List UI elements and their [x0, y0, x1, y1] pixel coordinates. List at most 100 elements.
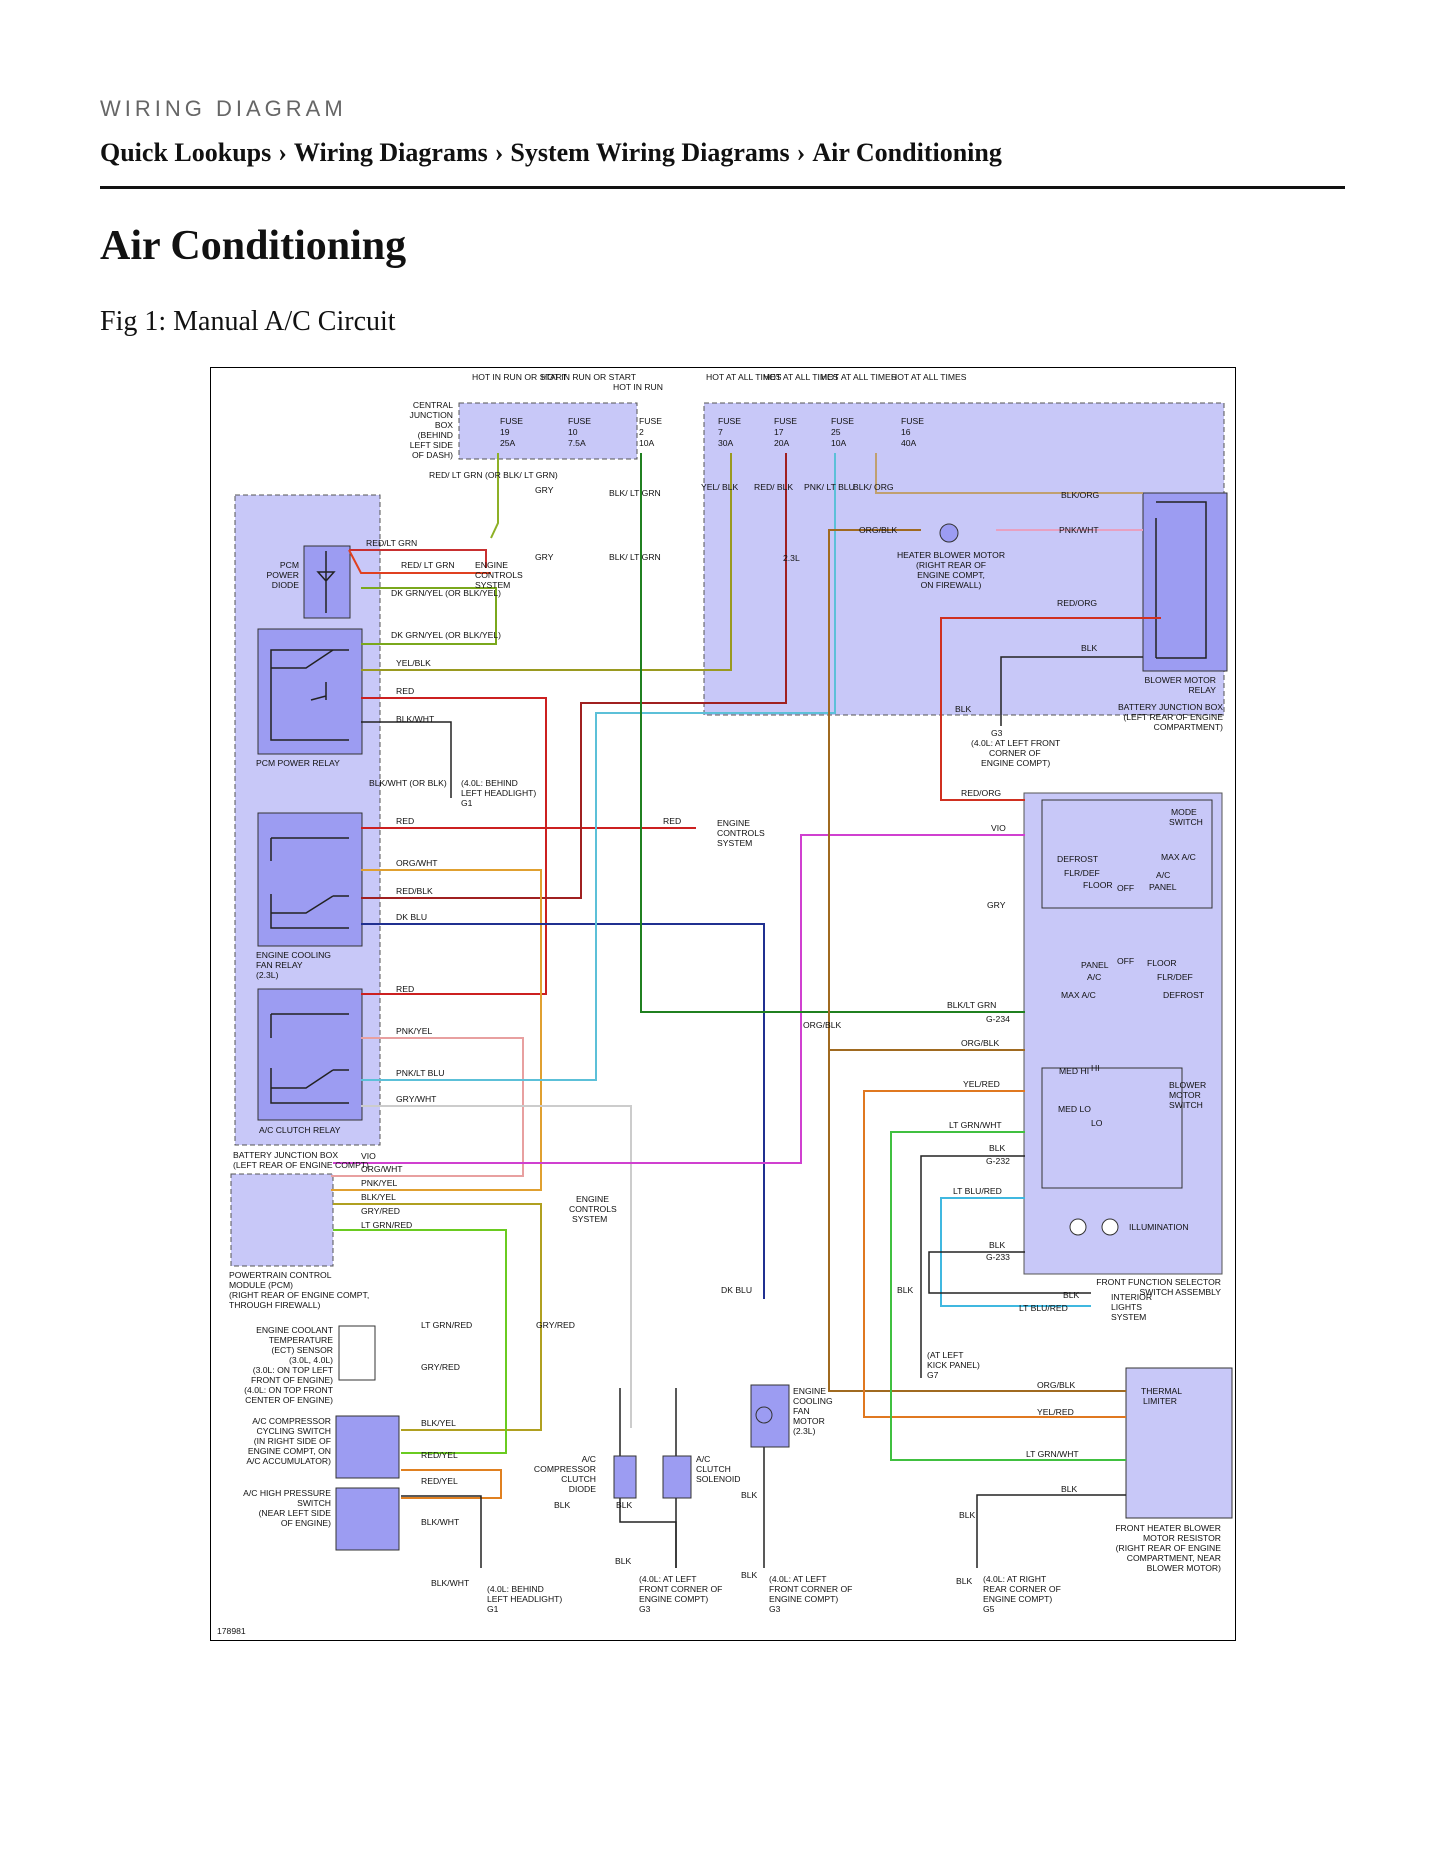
svg-text:BLK/WHT: BLK/WHT [396, 714, 435, 724]
svg-text:MED LO: MED LO [1058, 1104, 1091, 1114]
svg-text:VIO: VIO [991, 823, 1006, 833]
fuse-17-amp: 20A [774, 438, 790, 448]
page-kicker: WIRING DIAGRAM [100, 96, 347, 121]
svg-text:G7: G7 [927, 1370, 939, 1380]
svg-text:PANEL: PANEL [1149, 882, 1177, 892]
svg-text:LT GRN/WHT: LT GRN/WHT [1026, 1449, 1079, 1459]
svg-text:BLK: BLK [1063, 1290, 1080, 1300]
fuse-7-amp: 30A [718, 438, 734, 448]
svg-text:LO: LO [1091, 1118, 1103, 1128]
svg-text:ORG/BLK: ORG/BLK [803, 1020, 841, 1030]
page-title: Air Conditioning [100, 223, 407, 269]
svg-text:BLK/WHT (OR BLK): BLK/WHT (OR BLK) [369, 778, 447, 788]
svg-text:BLK: BLK [989, 1143, 1006, 1153]
svg-text:G3: G3 [991, 728, 1003, 738]
svg-text:BLK/WHT: BLK/WHT [421, 1517, 460, 1527]
svg-text:GRY: GRY [535, 485, 554, 495]
svg-text:LEFT SIDE: LEFT SIDE [410, 440, 454, 450]
ground-wires [361, 656, 1143, 1568]
breadcrumb-separator: › [796, 138, 806, 167]
svg-text:SOLENOID: SOLENOID [696, 1474, 740, 1484]
figure-id: 178981 [217, 1626, 246, 1636]
svg-text:DEFROST: DEFROST [1163, 990, 1205, 1000]
svg-text:PNK/YEL: PNK/YEL [396, 1026, 433, 1036]
svg-text:DK BLU: DK BLU [721, 1285, 752, 1295]
svg-text:PCM: PCM [280, 560, 299, 570]
svg-text:BLK/ LT GRN: BLK/ LT GRN [609, 488, 661, 498]
svg-text:SYSTEM: SYSTEM [717, 838, 752, 848]
svg-text:JUNCTION: JUNCTION [410, 410, 453, 420]
svg-text:LT GRN/RED: LT GRN/RED [361, 1220, 412, 1230]
svg-text:MODULE (PCM): MODULE (PCM) [229, 1280, 293, 1290]
svg-text:RED/ORG: RED/ORG [961, 788, 1001, 798]
svg-text:REAR CORNER OF: REAR CORNER OF [983, 1584, 1061, 1594]
svg-text:(3.0L, 4.0L): (3.0L, 4.0L) [289, 1355, 333, 1365]
ac-clutch-solenoid [662, 1455, 692, 1499]
svg-text:GRY/RED: GRY/RED [361, 1206, 400, 1216]
svg-text:ILLUMINATION: ILLUMINATION [1129, 1222, 1189, 1232]
svg-text:ENGINE: ENGINE [475, 560, 508, 570]
svg-text:ORG/BLK: ORG/BLK [1037, 1380, 1075, 1390]
svg-text:THERMAL: THERMAL [1141, 1386, 1182, 1396]
hot-label-5: HOT AT ALL TIMES [763, 372, 839, 382]
svg-text:ENGINE: ENGINE [793, 1386, 826, 1396]
svg-text:CENTRAL: CENTRAL [413, 400, 453, 410]
svg-text:FRONT CORNER OF: FRONT CORNER OF [639, 1584, 722, 1594]
svg-text:RELAY: RELAY [1188, 685, 1216, 695]
ect-sensor [338, 1325, 376, 1381]
svg-text:TEMPERATURE: TEMPERATURE [269, 1335, 334, 1345]
svg-text:BLK: BLK [616, 1500, 633, 1510]
relay-internals [270, 501, 1207, 1104]
svg-text:ENGINE COMPT): ENGINE COMPT) [639, 1594, 708, 1604]
svg-text:BOX: BOX [435, 420, 453, 430]
svg-text:BATTERY JUNCTION BOX: BATTERY JUNCTION BOX [1118, 702, 1223, 712]
svg-text:ENGINE COMPT): ENGINE COMPT) [983, 1594, 1052, 1604]
svg-text:ENGINE COOLANT: ENGINE COOLANT [256, 1325, 334, 1335]
fan-motor-symbol [755, 1406, 773, 1424]
svg-text:LT BLU/RED: LT BLU/RED [1019, 1303, 1068, 1313]
fuse-17-name: FUSE [774, 416, 797, 426]
fuse-2-amp: 10A [639, 438, 655, 448]
breadcrumb-quick-lookups[interactable]: Quick Lookups [100, 138, 272, 167]
svg-text:RED/ BLK: RED/ BLK [754, 482, 793, 492]
breadcrumb-system-wiring-diagrams[interactable]: System Wiring Diagrams [510, 138, 790, 167]
svg-text:FLOOR: FLOOR [1147, 958, 1177, 968]
svg-text:ON FIREWALL): ON FIREWALL) [921, 580, 982, 590]
svg-text:BATTERY JUNCTION BOX: BATTERY JUNCTION BOX [233, 1150, 338, 1160]
fuse-10-amp: 7.5A [568, 438, 586, 448]
fuse-19-name: FUSE [500, 416, 523, 426]
svg-text:BLK/ ORG: BLK/ ORG [853, 482, 894, 492]
breadcrumb-wiring-diagrams[interactable]: Wiring Diagrams [293, 138, 488, 167]
svg-text:A/C COMPRESSOR: A/C COMPRESSOR [252, 1416, 331, 1426]
svg-text:SWITCH: SWITCH [297, 1498, 331, 1508]
svg-text:RED/ LT GRN (OR BLK/ LT GRN): RED/ LT GRN (OR BLK/ LT GRN) [429, 470, 558, 480]
breadcrumb: Quick Lookups›Wiring Diagrams›System Wir… [100, 138, 1002, 168]
svg-text:MOTOR RESISTOR: MOTOR RESISTOR [1143, 1533, 1221, 1543]
front-function-selector-switch [1023, 792, 1223, 1275]
svg-text:MED HI: MED HI [1059, 1066, 1089, 1076]
fuse-16-amp: 40A [901, 438, 917, 448]
svg-text:BLK: BLK [897, 1285, 914, 1295]
svg-text:(LEFT REAR OF ENGINE: (LEFT REAR OF ENGINE [1123, 712, 1223, 722]
svg-text:LEFT HEADLIGHT): LEFT HEADLIGHT) [461, 788, 536, 798]
svg-text:RED: RED [663, 816, 681, 826]
breadcrumb-air-conditioning[interactable]: Air Conditioning [812, 138, 1002, 167]
svg-text:PNK/LT BLU: PNK/LT BLU [396, 1068, 444, 1078]
svg-text:INTERIOR: INTERIOR [1111, 1292, 1152, 1302]
svg-text:LIMITER: LIMITER [1143, 1396, 1177, 1406]
svg-text:PANEL: PANEL [1081, 960, 1109, 970]
svg-text:ENGINE COMPT): ENGINE COMPT) [981, 758, 1050, 768]
svg-text:OFF: OFF [1117, 956, 1134, 966]
svg-text:DIODE: DIODE [569, 1484, 596, 1494]
svg-text:BLK/ LT GRN: BLK/ LT GRN [609, 552, 661, 562]
fuse-7-number: 7 [718, 427, 723, 437]
svg-text:BLK: BLK [741, 1490, 758, 1500]
mode-switch-box [1041, 799, 1213, 909]
svg-text:COMPARTMENT): COMPARTMENT) [1154, 722, 1224, 732]
ac-compressor-cycling-switch [335, 1415, 400, 1479]
svg-text:(4.0L: AT LEFT: (4.0L: AT LEFT [639, 1574, 697, 1584]
svg-text:DK GRN/YEL (OR BLK/YEL): DK GRN/YEL (OR BLK/YEL) [391, 588, 501, 598]
svg-text:COMPARTMENT, NEAR: COMPARTMENT, NEAR [1127, 1553, 1221, 1563]
svg-text:BLK: BLK [1081, 643, 1098, 653]
svg-text:BLK: BLK [554, 1500, 571, 1510]
